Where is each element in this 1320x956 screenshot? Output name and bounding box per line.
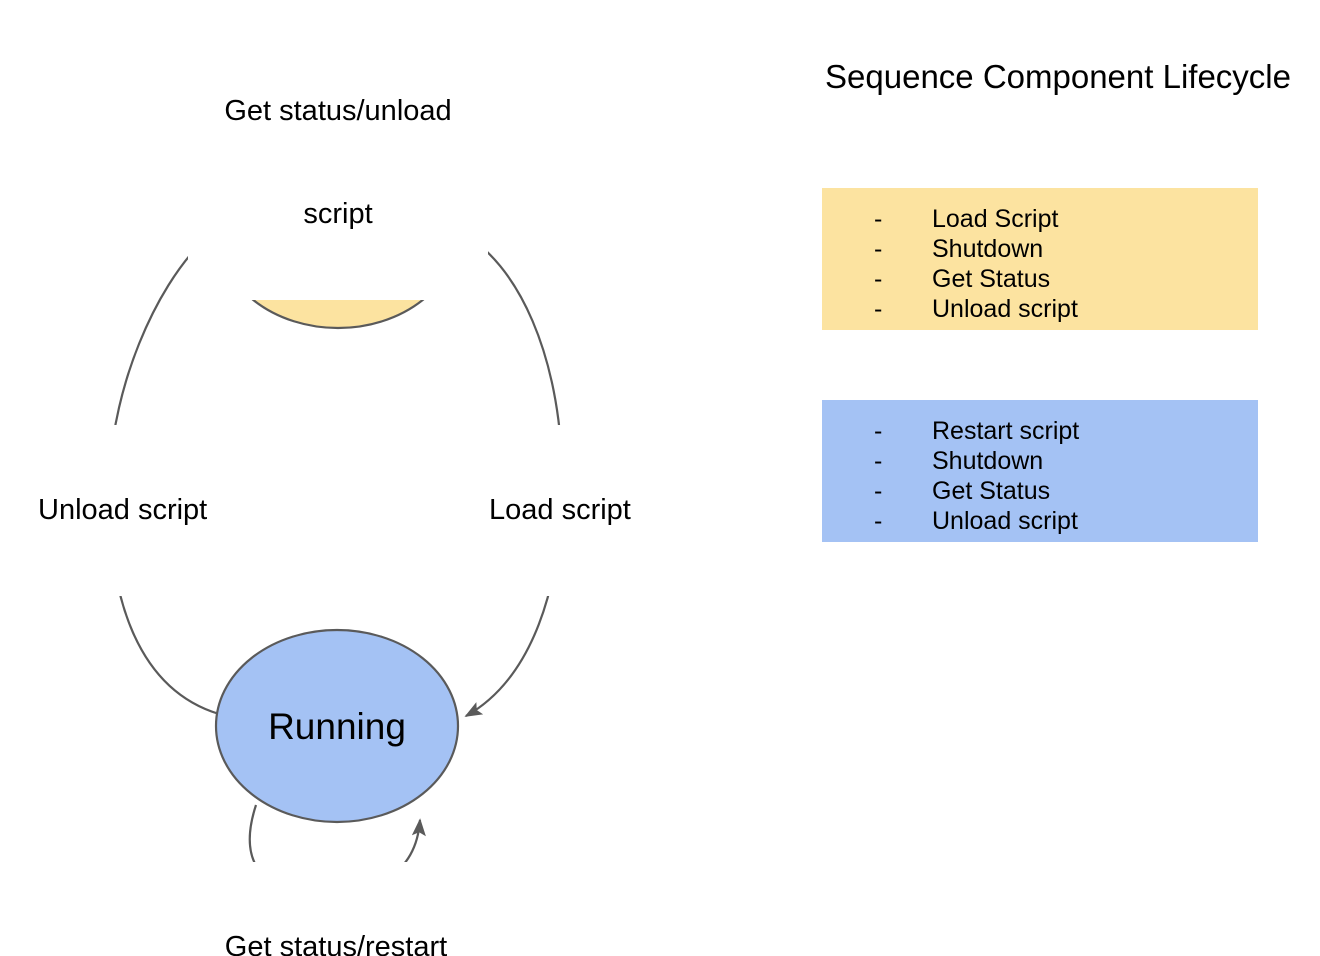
edge-label-idle-to-running: Load script [489,425,631,597]
legend-item-label: Unload script [932,295,1078,323]
legend-bullet: - [874,507,883,535]
legend-item-label: Get Status [932,477,1051,505]
legend-item-label: Shutdown [932,235,1044,263]
edge-label-line1: Unload script [38,494,208,527]
legend-bullet: - [874,265,883,293]
legend-item: - Load Script [822,204,1258,234]
legend-bullet: - [874,235,883,263]
edge-label-line2: script [303,198,373,231]
legend-bullet: - [874,417,883,445]
legend-item: - Get Status [822,476,1258,506]
edge-label-line1: Get status/restart [224,931,448,956]
edge-label-idle-self-loop: Get status/unload script [188,26,488,300]
legend-box-idle-operations: - Load Script - Shutdown - Get Status - … [822,188,1258,330]
running-ellipse[interactable] [214,628,460,824]
page-title: Sequence Component Lifecycle [825,58,1291,95]
legend-box-running-operations: - Restart script - Shutdown - Get Status… [822,400,1258,542]
running-label: Running [268,706,406,747]
legend-item: - Get Status [822,264,1258,294]
edge-label-line1: Load script [489,494,631,527]
legend-bullet: - [874,295,883,323]
legend-item: - Unload script [822,506,1258,536]
edge-label-running-self-loop: Get status/restart script [186,862,486,956]
state-node-running[interactable]: Running [214,628,460,824]
legend-item-label: Unload script [932,507,1078,535]
legend-item: - Shutdown [822,446,1258,476]
edge-label-line1: Get status/unload [224,95,452,128]
legend-item-label: Get Status [932,265,1051,293]
legend-bullet: - [874,477,883,505]
legend-item: - Unload script [822,294,1258,324]
legend-item-label: Shutdown [932,447,1044,475]
legend-bullet: - [874,205,883,233]
legend-item: - Shutdown [822,234,1258,264]
legend-item-label: Load Script [932,205,1059,233]
legend-item-label: Restart script [932,417,1080,445]
legend-bullet: - [874,447,883,475]
legend-item: - Restart script [822,416,1258,446]
edge-label-running-to-idle: Unload script [38,425,208,597]
